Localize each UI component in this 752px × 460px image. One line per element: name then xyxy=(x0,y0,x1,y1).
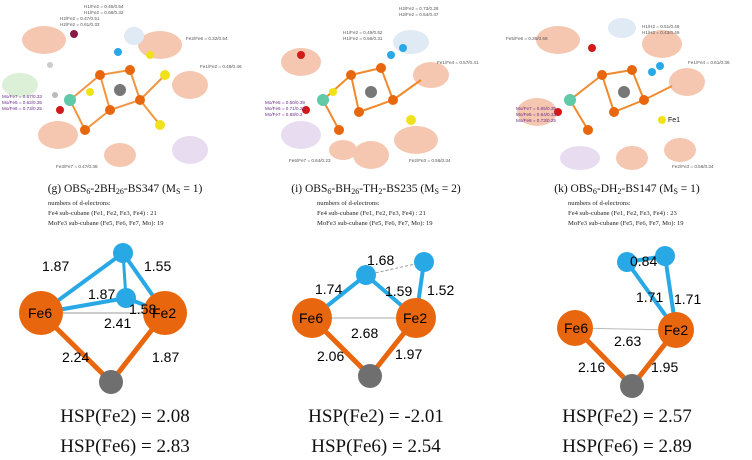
hsp-fe6-i: HSP(Fe6) = 2.54 xyxy=(311,436,441,457)
orbital-label: H1/H2 = 0.43/0.49 xyxy=(642,30,680,35)
orbital-label: Fe2/Fe3 = 0.56/0.34 xyxy=(409,158,451,163)
orbital-labels-i: H2/Fe2 = 0.73/0.28 H2/Fe2 = 0.54/0.47 H1… xyxy=(265,6,479,163)
fe-cluster-model-g xyxy=(19,243,187,394)
distance-label: 1.58 xyxy=(129,301,156,317)
orbital-label: H2/Fe2 = 0.73/0.28 xyxy=(399,6,439,11)
d-electron-info-g: numbers of d-electrons: Fe4 sub-cubane (… xyxy=(48,200,164,227)
atom-label-fe6: Fe6 xyxy=(564,320,588,336)
hsp-fe6-k: HSP(Fe6) = 2.89 xyxy=(562,436,692,457)
fe-cluster-model-i xyxy=(292,252,436,388)
distance-label: 1.87 xyxy=(88,286,115,302)
distance-label: 1.71 xyxy=(674,291,701,307)
orbital-label: Mo/Fe7 = 0.67/0.33 xyxy=(2,94,42,99)
orbital-label: H2/Fe2 = 0.61/0.33 xyxy=(60,22,100,27)
distance-label: 1.68 xyxy=(367,252,394,268)
distance-label: 1.97 xyxy=(395,346,422,362)
hsp-fe2-k: HSP(Fe2) = 2.57 xyxy=(562,406,692,427)
caption-g: (g) OBS6-2BH26-BS347 (MS = 1) xyxy=(47,183,203,196)
distance-label: 1.87 xyxy=(42,258,69,274)
structure-figure-g: H1/Fe2 = 0.46/0.54 H1/Fe2 = 0.68/0.32 H2… xyxy=(2,4,242,394)
hsp-fe2-i: HSP(Fe2) = -2.01 xyxy=(308,406,444,427)
d-electron-info-k: numbers of d-electrons: Fe4 sub-cubane (… xyxy=(568,200,684,227)
cluster-bonds-g xyxy=(69,69,166,131)
orbital-label: Mo/Fe7 = 0.65/0.35 xyxy=(516,106,556,111)
bond-distances-g: 1.87 1.87 1.55 1.58 2.41 2.24 1.87 Fe6 F… xyxy=(28,258,179,365)
orbital-label: Fe5/Fe6 = 0.35/0.58 xyxy=(506,36,548,41)
distance-label: 1.95 xyxy=(651,359,678,375)
panel-g: H1/Fe2 = 0.46/0.54 H1/Fe2 = 0.68/0.32 H2… xyxy=(0,0,250,460)
orbital-label: H2/Fe2 = 0.47/0.51 xyxy=(60,16,100,21)
distance-label: 1.71 xyxy=(636,289,663,305)
distance-label: 2.16 xyxy=(578,359,605,375)
orbital-label: Mo/Fe7 = 0.68/0.3 xyxy=(265,112,303,117)
orbital-label: Fe6/Fe7 = 0.64/0.23 xyxy=(289,158,331,163)
orbital-label: Fe2/Fe6 = 0.32/0.54 xyxy=(186,36,228,41)
atom-label-fe2: Fe2 xyxy=(152,305,176,321)
hsp-fe2-g: HSP(Fe2) = 2.08 xyxy=(60,406,190,427)
orbital-label: H1/Fe2 = 0.68/0.32 xyxy=(84,10,124,15)
distance-label: 2.06 xyxy=(317,348,344,364)
atom-label-fe2: Fe2 xyxy=(664,322,688,338)
fe-cluster-model-k xyxy=(557,246,694,398)
distance-label: 2.41 xyxy=(104,315,131,331)
distance-label: 1.52 xyxy=(427,282,454,298)
orbital-label: Mo/Fe6 = 0.73/0.25 xyxy=(516,118,556,123)
cluster-bonds-k xyxy=(569,69,673,131)
distance-label: 2.63 xyxy=(614,333,641,349)
panel-k: H1/H2 = 0.51/0.49 H1/H2 = 0.43/0.49 Fe5/… xyxy=(502,0,752,460)
distance-label: 1.87 xyxy=(152,349,179,365)
orbital-label: Mo/Fe6 = 0.71/0.24 xyxy=(265,106,305,111)
caption-k: (k) OBS6-DH2-BS147 (MS = 1) xyxy=(554,183,700,196)
orbital-label: Fe1/Fe4 = 0.57/0.41 xyxy=(437,60,479,65)
orbital-label: Fe2/Fe3 = 0.56/0.34 xyxy=(672,164,714,169)
cluster-bonds-i xyxy=(322,67,422,131)
orbital-label: Fe1/Fe4 = 0.61/0.36 xyxy=(688,60,730,65)
d-electron-info-i: numbers of d-electrons: Fe4 sub-cubane (… xyxy=(317,200,433,227)
structure-figure-i: H2/Fe2 = 0.73/0.28 H2/Fe2 = 0.54/0.47 H1… xyxy=(265,6,479,388)
atom-label-fe6: Fe6 xyxy=(299,310,323,326)
cluster-atoms-i xyxy=(297,44,416,135)
orbital-label: H1/Fe2 = 0.49/0.52 xyxy=(343,30,383,35)
hsp-fe6-g: HSP(Fe6) = 2.83 xyxy=(60,436,190,457)
bond-distances-i: 1.68 1.74 1.59 1.52 2.68 2.06 1.97 Fe6 F… xyxy=(299,252,454,364)
orbital-blobs-g xyxy=(2,26,208,167)
bond-distances-k: 0.84 1.71 1.71 2.63 2.16 1.95 Fe6 Fe2 xyxy=(564,253,701,375)
distance-label: 1.55 xyxy=(144,258,171,274)
atom-label-fe6: Fe6 xyxy=(28,305,52,321)
orbital-label: Mo/Fe5 = 0.64/0.33 xyxy=(516,112,556,117)
orbital-label: H1/Fe2 = 0.56/0.31 xyxy=(343,36,383,41)
distance-label: 2.68 xyxy=(351,325,378,341)
orbital-label: H1/H2 = 0.51/0.49 xyxy=(642,24,680,29)
orbital-labels-g: H1/Fe2 = 0.46/0.54 H1/Fe2 = 0.68/0.32 H2… xyxy=(2,4,242,169)
orbital-blobs-k xyxy=(517,18,705,170)
distance-label: 0.84 xyxy=(630,253,657,269)
panel-i: H2/Fe2 = 0.73/0.28 H2/Fe2 = 0.54/0.47 H1… xyxy=(251,0,501,460)
orbital-label: H1/Fe2 = 0.46/0.54 xyxy=(84,4,124,9)
orbital-label: Fe1/Fe2 = 0.48/0.46 xyxy=(200,64,242,69)
orbital-label: Mo/Fe6 = 0.73/0.25 xyxy=(2,106,42,111)
atom-label-fe1: Fe1 xyxy=(668,117,680,124)
caption-i: (i) OBS6-BH26-TH2-BS235 (MS = 2) xyxy=(291,183,461,196)
atom-label-fe2: Fe2 xyxy=(403,310,427,326)
distance-label: 1.74 xyxy=(315,281,342,297)
orbital-label: Mo/Fe5 = 0.60/0.39 xyxy=(265,100,305,105)
orbital-label: Mo/Fe5 = 0.62/0.35 xyxy=(2,100,42,105)
structure-figure-k: H1/H2 = 0.51/0.49 H1/H2 = 0.43/0.49 Fe5/… xyxy=(506,18,730,398)
orbital-blobs-i xyxy=(281,30,449,169)
cluster-atoms-k xyxy=(554,44,666,135)
distance-label: 2.24 xyxy=(62,349,89,365)
orbital-labels-k: H1/H2 = 0.51/0.49 H1/H2 = 0.43/0.49 Fe5/… xyxy=(506,24,730,169)
distance-label: 1.59 xyxy=(385,283,412,299)
orbital-label: Fe3/Fe7 = 0.47/0.38 xyxy=(56,164,98,169)
orbital-label: H2/Fe2 = 0.54/0.47 xyxy=(399,12,439,17)
cluster-atoms-g xyxy=(47,30,170,135)
